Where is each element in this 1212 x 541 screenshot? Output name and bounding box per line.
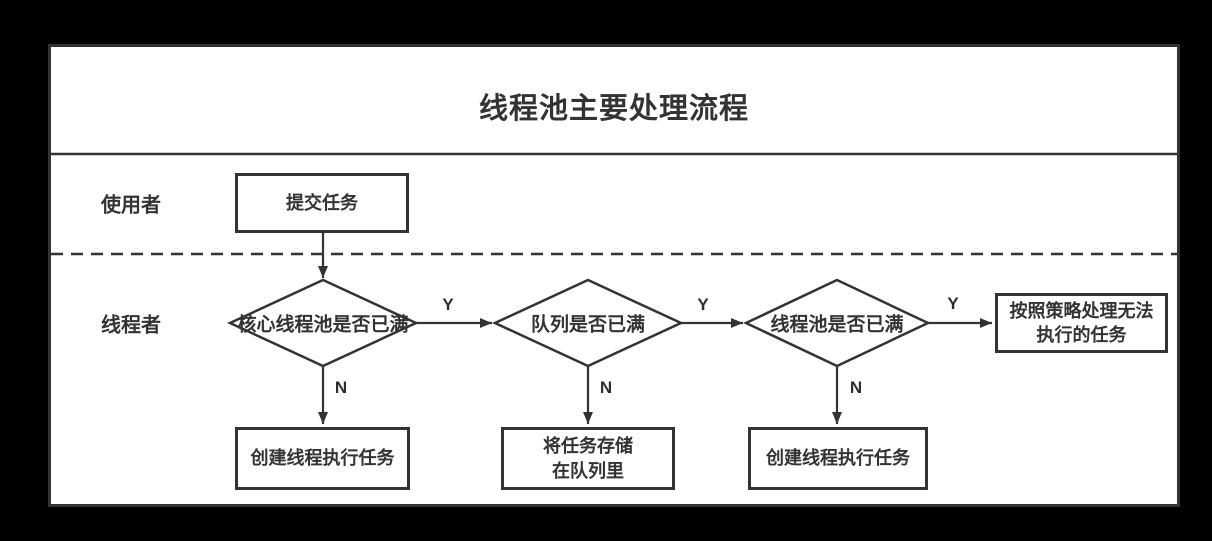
edge-label-yes-3: Y (947, 294, 959, 313)
flowchart-canvas: 线程池主要处理流程 使用者 线程者 提交任务 按照策略处理无法 执行的任务 (48, 44, 1180, 507)
edge-label-no-3: N (849, 378, 863, 397)
process-create-thread-1-label: 创建线程执行任务 (250, 448, 395, 469)
process-create-thread-1-box: 创建线程执行任务 (235, 427, 410, 490)
decision-queue-full-label: 队列是否已满 (530, 314, 646, 336)
lane-label-thread: 线程者 (101, 314, 161, 337)
process-policy-handle-box: 按照策略处理无法 执行的任务 (995, 293, 1168, 353)
edge-label-no-2: N (599, 378, 613, 397)
decision-core-pool-full-label: 核心线程池是否已满 (237, 314, 409, 336)
process-store-in-queue-line1: 将任务存储 (543, 436, 633, 457)
lane-label-user: 使用者 (101, 194, 161, 217)
process-store-in-queue-line2: 在队列里 (552, 460, 624, 481)
process-create-thread-2-box: 创建线程执行任务 (748, 427, 928, 490)
edge-label-yes-1: Y (442, 295, 454, 314)
process-policy-handle-line1: 按照策略处理无法 (1009, 300, 1154, 321)
process-store-in-queue-box: 将任务存储 在队列里 (501, 427, 675, 490)
process-create-thread-2-label: 创建线程执行任务 (766, 448, 910, 469)
edge-label-yes-2: Y (697, 295, 709, 314)
process-policy-handle-line2: 执行的任务 (1036, 325, 1127, 345)
process-submit-task-box: 提交任务 (235, 173, 409, 233)
edge-label-no-1: N (334, 378, 348, 397)
decision-pool-full-label: 线程池是否已满 (770, 314, 904, 336)
connector-layer (51, 152, 1177, 424)
diagram-title: 线程池主要处理流程 (478, 93, 749, 125)
process-submit-task-label: 提交任务 (286, 192, 358, 213)
